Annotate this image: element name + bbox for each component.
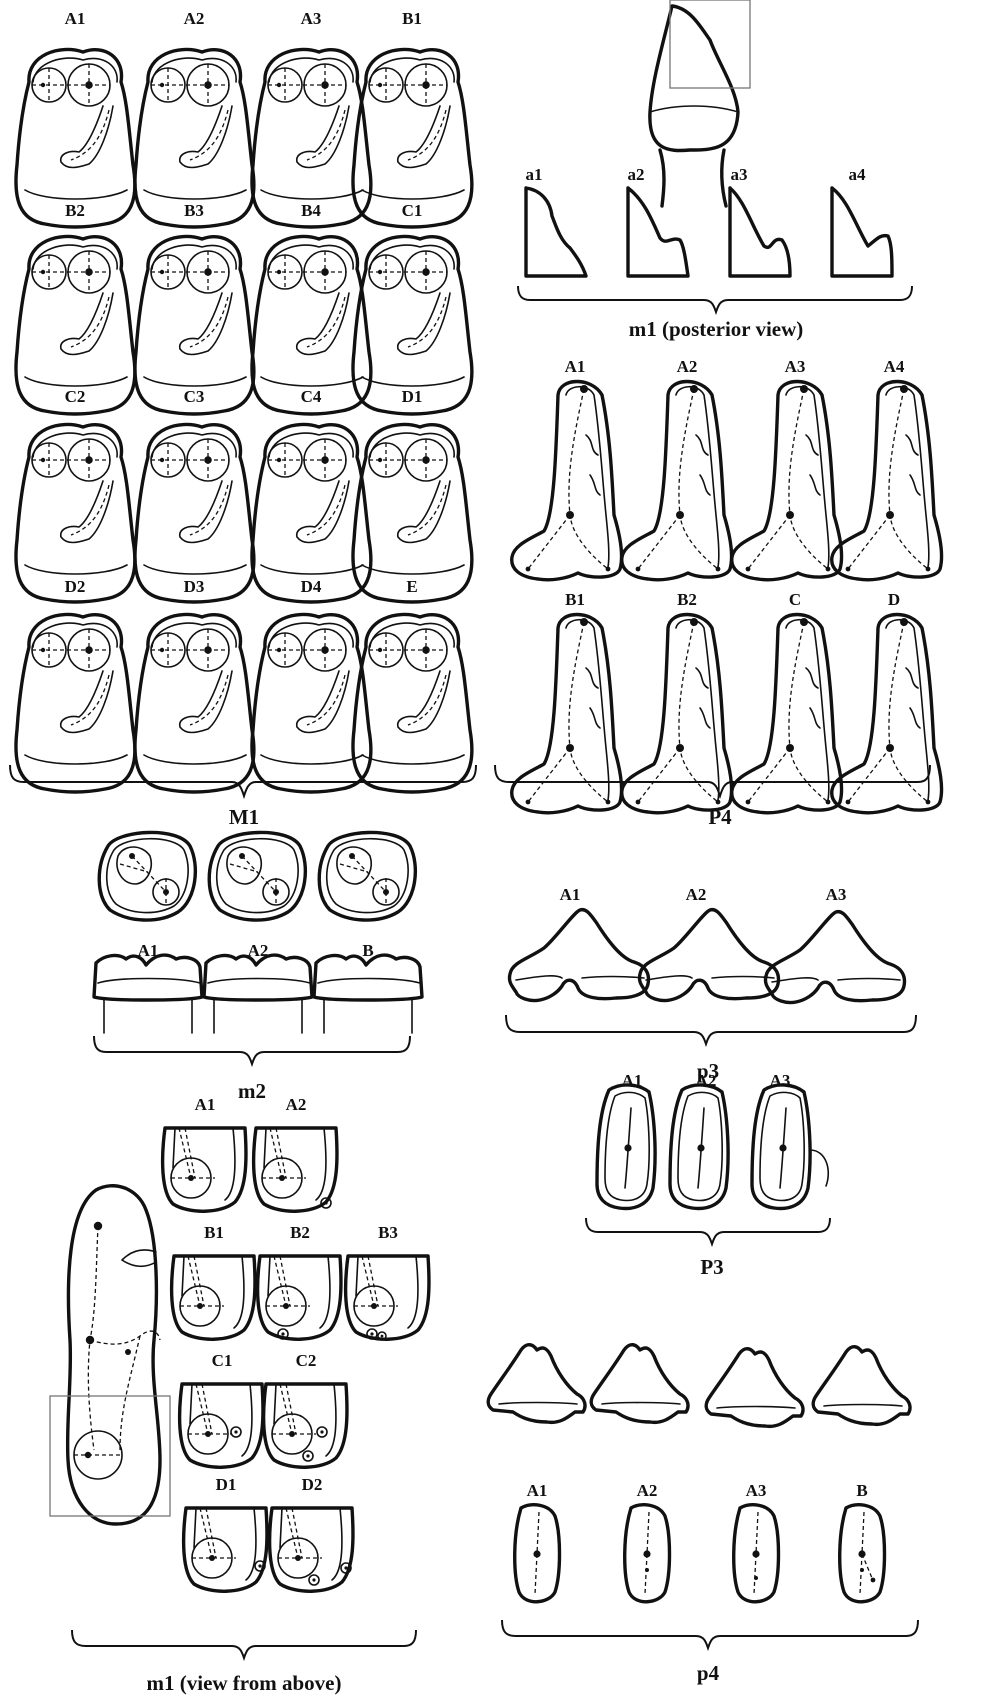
- p3-bracket: [506, 1015, 916, 1044]
- m1-above-label-C2: C2: [296, 1351, 317, 1370]
- p4-lateral-teeth: [488, 1345, 910, 1427]
- m1-posterior-bracket: [518, 286, 912, 312]
- m1-above-bracket: [72, 1630, 416, 1658]
- p4-occlusal-teeth: [515, 1505, 885, 1602]
- P3-label-A2: A2: [696, 1071, 717, 1090]
- M1-group-label: M1: [229, 805, 259, 829]
- m2-label-A2: A2: [248, 941, 269, 960]
- P4-label-D: D: [888, 590, 900, 609]
- p4-label-A2: A2: [637, 1481, 658, 1500]
- P4-label-A1: A1: [565, 357, 586, 376]
- p4-label-A1: A1: [527, 1481, 548, 1500]
- m1-above-label-A1: A1: [195, 1095, 216, 1114]
- m2-group-label: m2: [238, 1079, 266, 1103]
- m1-above-label-D1: D1: [216, 1475, 237, 1494]
- M1-label-D3: D3: [184, 577, 205, 596]
- m1-posterior-labels: a1 a2 a3 a4: [526, 165, 867, 184]
- m2-lateral-teeth: [94, 955, 422, 1033]
- m1-above-group-label: m1 (view from above): [147, 1671, 342, 1695]
- p4-group-label: p4: [697, 1661, 720, 1685]
- m2-bracket: [94, 1036, 410, 1064]
- M1-label-D2: D2: [65, 577, 86, 596]
- P4-group-label: P4: [708, 805, 732, 829]
- M1-label-B4: B4: [301, 201, 321, 220]
- m1-above-label-A2: A2: [286, 1095, 307, 1114]
- P4-bracket: [495, 765, 930, 796]
- m2-occlusal-teeth: [99, 832, 415, 920]
- p3-label-A3: A3: [826, 885, 847, 904]
- P3-group-label: P3: [700, 1255, 723, 1279]
- P4-label-B1: B1: [565, 590, 585, 609]
- P3-labels: A1 A2 A3: [622, 1071, 791, 1090]
- M1-label-C3: C3: [184, 387, 205, 406]
- m2-label-B: B: [362, 941, 373, 960]
- M1-label-D1: D1: [402, 387, 423, 406]
- m1-above-label-D2: D2: [302, 1475, 323, 1494]
- p3-label-A1: A1: [560, 885, 581, 904]
- m1-above-label-B1: B1: [204, 1223, 224, 1242]
- M1-label-B3: B3: [184, 201, 204, 220]
- M1-label-A1: A1: [65, 9, 86, 28]
- P4-label-A3: A3: [785, 357, 806, 376]
- p4-label-A3: A3: [746, 1481, 767, 1500]
- M1-label-B1: B1: [402, 9, 422, 28]
- P4-label-A2: A2: [677, 357, 698, 376]
- P3-A3-bulge: [810, 1150, 828, 1186]
- M1-label-C4: C4: [301, 387, 322, 406]
- m2-label-A1: A1: [138, 941, 159, 960]
- m1-posterior-profiles: [526, 188, 892, 276]
- m1-above-main-tooth: [50, 1186, 170, 1524]
- M1-label-D4: D4: [301, 577, 322, 596]
- M1-label-B2: B2: [65, 201, 85, 220]
- m1-posterior-label-a1: a1: [526, 165, 543, 184]
- P3-bracket: [586, 1218, 830, 1244]
- m1-above-label-B2: B2: [290, 1223, 310, 1242]
- M1-label-E: E: [406, 577, 417, 596]
- m1-posterior-label-a2: a2: [628, 165, 645, 184]
- p4-bracket: [502, 1620, 918, 1648]
- P3-label-A3: A3: [770, 1071, 791, 1090]
- m1-posterior-group-label: m1 (posterior view): [629, 317, 804, 341]
- M1-label-A2: A2: [184, 9, 205, 28]
- M1-label-C2: C2: [65, 387, 86, 406]
- m1-above-label-C1: C1: [212, 1351, 233, 1370]
- m1-posterior-label-a4: a4: [849, 165, 867, 184]
- p3-labels: A1 A2 A3: [560, 885, 847, 904]
- P3-teeth: [597, 1085, 810, 1209]
- P4-label-C: C: [789, 590, 801, 609]
- m1-posterior-label-a3: a3: [731, 165, 748, 184]
- p3-label-A2: A2: [686, 885, 707, 904]
- p3-teeth: [509, 910, 904, 1003]
- m1-above-label-B3: B3: [378, 1223, 398, 1242]
- P4-label-B2: B2: [677, 590, 697, 609]
- p4-labels: A1 A2 A3 B: [527, 1481, 868, 1500]
- p4-label-B: B: [856, 1481, 867, 1500]
- P4-label-A4: A4: [884, 357, 905, 376]
- P3-label-A1: A1: [622, 1071, 643, 1090]
- M1-label-A3: A3: [301, 9, 322, 28]
- M1-teeth: [16, 49, 472, 792]
- M1-label-C1: C1: [402, 201, 423, 220]
